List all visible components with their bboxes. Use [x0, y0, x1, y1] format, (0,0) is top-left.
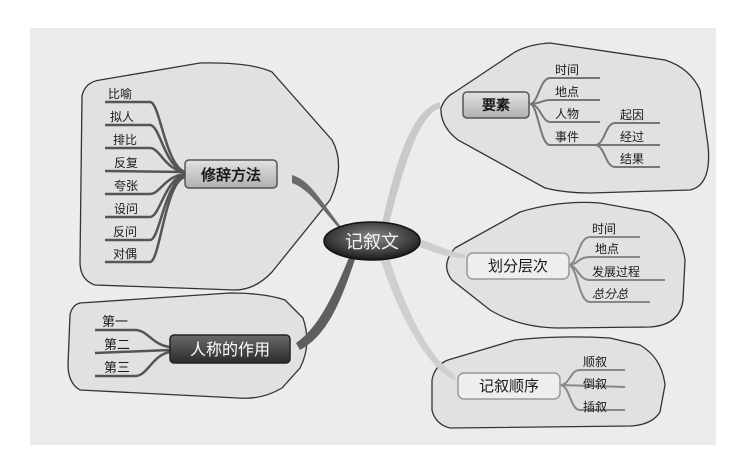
branch-order [380, 254, 455, 380]
center-node[interactable] [323, 221, 421, 261]
cloud-elements [440, 42, 710, 194]
branch-layers [410, 236, 465, 258]
list-item: 顺叙 [583, 355, 607, 369]
list-item: 反问 [113, 225, 137, 239]
list-item: 比喻 [108, 86, 132, 101]
list-item: 排比 [113, 133, 137, 147]
rhetoric-label: 修辞方法 [200, 166, 261, 184]
list-item: 时间 [555, 63, 579, 77]
layers-leaves: 时间 地点 发展过程 总分总 [592, 222, 640, 301]
list-item: 事件 [555, 130, 579, 144]
list-item: 设问 [114, 202, 138, 216]
elements-label-box[interactable] [462, 91, 530, 119]
list-item: 发展过程 [592, 264, 640, 279]
elements-leaves: 时间 地点 人物 事件 起因 经过 结果 [555, 63, 644, 166]
person-leaves: 第一 第二 第三 [102, 315, 130, 376]
elements-leaf-lines [529, 77, 660, 168]
list-item: 夸张 [114, 179, 138, 193]
order-leaves: 顺叙 倒叙 插叙 [583, 355, 607, 414]
list-item: 反复 [114, 156, 138, 170]
person-label: 人称的作用 [190, 340, 270, 359]
layers-leaf-lines [567, 236, 665, 303]
list-item: 人物 [555, 107, 579, 121]
branch-elements [380, 102, 440, 232]
order-label: 记叙顺序 [479, 377, 539, 395]
list-item: 总分总 [592, 287, 628, 301]
list-item: 第二 [104, 338, 130, 353]
list-item: 起因 [620, 108, 644, 122]
person-label-box[interactable] [169, 334, 291, 364]
list-item: 地点 [555, 85, 579, 99]
layers-label: 划分层次 [488, 257, 548, 275]
rhetoric-label-box[interactable] [184, 159, 278, 189]
list-item: 第三 [104, 361, 130, 376]
rhetoric-leaf-lines [104, 100, 186, 264]
order-label-box[interactable] [457, 372, 561, 400]
list-item: 地点 [595, 242, 619, 256]
list-item: 时间 [592, 222, 616, 236]
rhetoric-leaves: 比喻 拟人 排比 反复 夸张 设问 反问 对偶 [108, 86, 138, 261]
person-leaf-lines [94, 328, 171, 378]
list-item: 第一 [102, 315, 128, 330]
layers-label-box[interactable] [466, 252, 570, 280]
list-item: 倒叙 [583, 377, 607, 391]
branch-person [296, 250, 358, 350]
order-leaf-lines [559, 369, 626, 411]
list-item: 插叙 [583, 400, 607, 414]
list-item: 结果 [620, 152, 644, 166]
list-item: 拟人 [110, 110, 134, 124]
list-item: 经过 [620, 130, 644, 144]
branch-rhetoric [292, 175, 350, 240]
center-label: 记叙文 [345, 232, 399, 253]
elements-label: 要素 [482, 97, 510, 114]
list-item: 对偶 [113, 247, 137, 261]
